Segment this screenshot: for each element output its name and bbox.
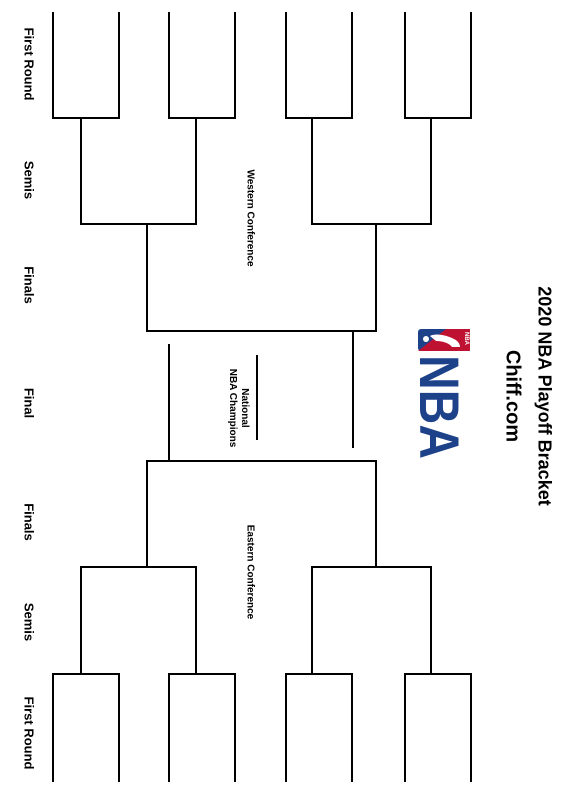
- round-label-semis-bottom: Semis: [21, 602, 37, 642]
- east-semis-connector: [311, 566, 432, 568]
- conference-label-east: Eastern Conference: [244, 524, 256, 620]
- round-label-first-round-top: First Round: [21, 27, 37, 101]
- west-first-round-slot-line: [52, 12, 54, 119]
- site-name: Chiff.com: [501, 349, 524, 443]
- west-first-round-slot-line: [118, 12, 120, 119]
- east-first-round-connector: [285, 673, 353, 675]
- west-first-round-slot-line: [168, 12, 170, 119]
- round-label-first-round-bottom: First Round: [21, 696, 37, 770]
- east-finals-line: [375, 460, 377, 568]
- west-first-round-slot-line: [351, 12, 353, 119]
- bracket-title: 2020 NBA Playoff Bracket: [534, 286, 555, 506]
- west-semis-line: [80, 117, 82, 225]
- round-label-final: Final: [21, 387, 37, 419]
- east-semis-line: [195, 566, 197, 675]
- west-semis-connector: [80, 223, 197, 225]
- west-first-round-slot-line: [404, 12, 406, 119]
- west-first-round-slot-line: [285, 12, 287, 119]
- west-first-round-connector: [168, 117, 236, 119]
- east-finals-connector: [146, 460, 377, 462]
- west-finals-connector: [146, 330, 377, 332]
- east-semis-line: [430, 566, 432, 675]
- final-line: [168, 344, 170, 462]
- east-first-round-slot-line: [285, 673, 287, 782]
- champion-line: [256, 355, 258, 440]
- conference-label-west: Western Conference: [244, 169, 256, 267]
- east-first-round-slot-line: [118, 673, 120, 782]
- east-first-round-slot-line: [404, 673, 406, 782]
- west-semis-line: [195, 117, 197, 225]
- nba-logo-badge: [418, 329, 470, 351]
- east-first-round-slot-line: [470, 673, 472, 782]
- champion-label-line2: NBA Champions: [227, 368, 238, 448]
- champion-label-line1: National: [239, 388, 250, 428]
- west-first-round-connector: [52, 117, 120, 119]
- east-first-round-connector: [168, 673, 236, 675]
- final-line: [352, 332, 354, 448]
- west-finals-line: [146, 223, 148, 332]
- west-first-round-slot-line: [470, 12, 472, 119]
- round-label-semis-top: Semis: [21, 160, 37, 200]
- east-first-round-slot-line: [52, 673, 54, 782]
- west-semis-line: [311, 117, 313, 225]
- east-semis-line: [80, 566, 82, 675]
- west-first-round-slot-line: [234, 12, 236, 119]
- east-first-round-slot-line: [351, 673, 353, 782]
- round-label-finals-top: Finals: [21, 266, 37, 304]
- east-semis-connector: [80, 566, 197, 568]
- west-semis-connector: [311, 223, 432, 225]
- east-finals-line: [146, 460, 148, 568]
- nba-logo-wordmark: NBA: [416, 355, 471, 459]
- nba-logo-icon: NBA NBA: [416, 329, 471, 459]
- champion-label: National NBA Champions: [226, 369, 250, 448]
- west-first-round-connector: [404, 117, 472, 119]
- east-first-round-slot-line: [234, 673, 236, 782]
- west-finals-line: [375, 223, 377, 332]
- west-semis-line: [430, 117, 432, 225]
- round-label-finals-bottom: Finals: [21, 503, 37, 541]
- east-first-round-connector: [52, 673, 120, 675]
- west-first-round-connector: [285, 117, 353, 119]
- east-first-round-connector: [404, 673, 472, 675]
- nba-logo-badge-text: NBA: [463, 332, 469, 346]
- east-semis-line: [311, 566, 313, 675]
- east-first-round-slot-line: [168, 673, 170, 782]
